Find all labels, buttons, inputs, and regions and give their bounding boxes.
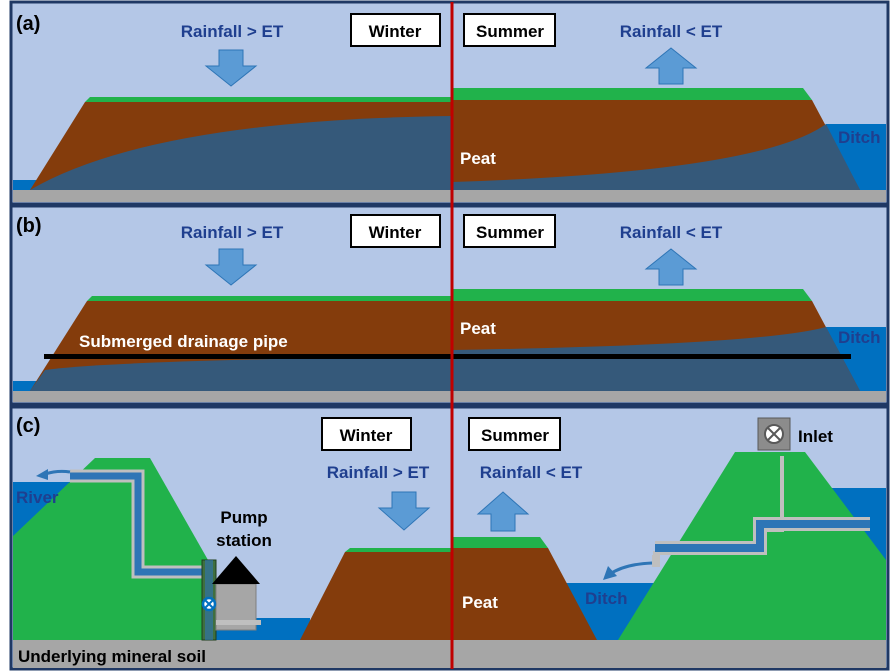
panel-c-pump-valve-cross-b — [204, 599, 214, 609]
panel-c-inlet-valve-cross-b — [767, 427, 781, 441]
panel-a-summer-box — [463, 13, 556, 47]
panel-c-mineral-soil-label: Underlying mineral soil — [18, 647, 206, 666]
panel-c-winter-box — [321, 417, 412, 451]
panel-a-winter-label: Winter — [369, 22, 422, 41]
panel-b-winter-box — [350, 214, 441, 248]
panel-c-rain-down-arrow-icon — [377, 491, 431, 531]
panel-a-summer-grass — [452, 88, 812, 100]
panel-c-et-up-arrow-icon — [476, 491, 530, 532]
panel-b-winter-flux: Rainfall > ET — [181, 223, 284, 242]
panel-c-inlet-pipe — [655, 520, 870, 552]
panel-c-pump-intake-pipe — [216, 620, 261, 625]
panel-a: (a) Rainfall > ET Winter Summer Rainfall… — [9, 0, 890, 206]
panel-a-winter-grass — [85, 97, 452, 102]
panel-b-winter-water-table — [30, 356, 452, 391]
panel-a-winter-box — [350, 13, 441, 47]
panel-a-summer-water-table — [452, 124, 860, 190]
panel-b-summer-box — [463, 214, 556, 248]
panel-a-mineral-soil — [13, 190, 886, 202]
panel-c-inlet-label: Inlet — [798, 427, 833, 446]
panel-c-winter-label: Winter — [340, 426, 393, 445]
panel-c: (c) Winter Rainfall > ET Summer Rainfall… — [9, 405, 890, 671]
panel-a-rain-down-arrow-icon — [204, 49, 258, 87]
panel-c-summer-peat — [452, 548, 597, 640]
panel-c-ditch-flow-arrowhead-icon — [603, 566, 617, 580]
panel-b: (b) Rainfall > ET Winter Summer Rainfall… — [9, 204, 890, 406]
panel-c-pump-label-1: Pump — [220, 508, 267, 527]
panel-b-left-ditch — [13, 381, 43, 391]
panel-c-summer-grass — [452, 537, 548, 548]
panel-b-label: (b) — [16, 215, 42, 237]
panel-b-pipe-label: Submerged drainage pipe — [79, 332, 288, 351]
panel-c-peat-label: Peat — [462, 593, 498, 612]
panel-c-winter-peat — [300, 552, 452, 640]
panel-c-label: (c) — [16, 415, 40, 437]
panel-c-summer-box — [468, 417, 561, 451]
panel-a-left-ditch — [13, 180, 43, 190]
panel-c-winter-flux: Rainfall > ET — [327, 463, 430, 482]
panel-a-winter-flux: Rainfall > ET — [181, 22, 284, 41]
panel-b-summer-label: Summer — [476, 223, 544, 242]
panel-c-river-flow-arrowhead-icon — [36, 469, 48, 480]
panel-b-et-up-arrow-icon — [644, 248, 698, 286]
panel-c-summer-flux: Rainfall < ET — [480, 463, 583, 482]
panel-a-label: (a) — [16, 13, 40, 35]
panel-b-winter-grass — [87, 296, 452, 301]
panel-a-et-up-arrow-icon — [644, 47, 698, 85]
panel-c-inlet-outlet — [652, 555, 660, 567]
panel-b-peat-label: Peat — [460, 319, 496, 338]
panel-b-ditch-label: Ditch — [838, 328, 881, 347]
panel-c-mineral-soil — [13, 640, 886, 668]
panel-c-ditch-label: Ditch — [585, 589, 628, 608]
panel-a-summer-flux: Rainfall < ET — [620, 22, 723, 41]
panel-a-ditch-label: Ditch — [838, 128, 881, 147]
panel-c-pump-label-2: station — [216, 531, 272, 550]
panel-c-river-label: River — [16, 488, 59, 507]
panel-c-left-dike — [13, 458, 208, 640]
panel-b-winter-label: Winter — [369, 223, 422, 242]
panel-c-summer-label: Summer — [481, 426, 549, 445]
panel-c-outlet-pipe — [70, 472, 208, 576]
panel-b-mineral-soil — [13, 391, 886, 402]
panel-b-summer-flux: Rainfall < ET — [620, 223, 723, 242]
panel-a-winter-water-table — [30, 116, 452, 190]
panel-c-winter-grass — [345, 548, 452, 552]
panel-a-summer-label: Summer — [476, 22, 544, 41]
panel-b-drainage-pipe — [44, 354, 851, 359]
panel-a-peat-label: Peat — [460, 149, 496, 168]
panel-b-rain-down-arrow-icon — [204, 248, 258, 286]
panel-b-summer-grass — [452, 289, 812, 301]
panel-c-pump-roof — [212, 556, 260, 584]
